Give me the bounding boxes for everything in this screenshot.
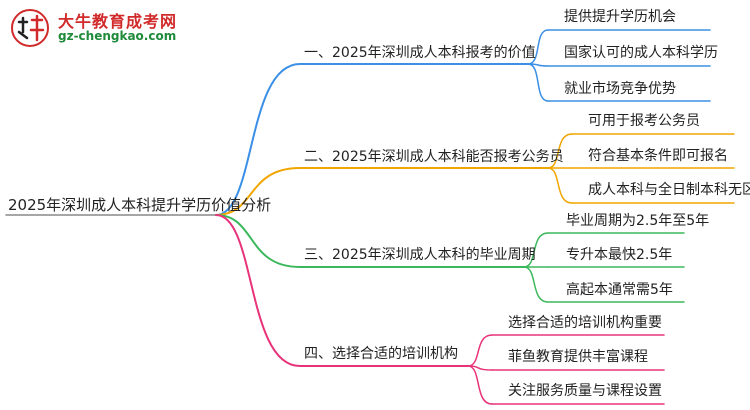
leaf-3-3-connector [523, 266, 549, 303]
brand-name: 大牛教育成考网 [58, 12, 178, 31]
branch-1-label: 一、2025年深圳成人本科报考的价值 [304, 45, 536, 61]
leaf-1-1-connector [527, 29, 549, 65]
branch-4-label: 四、选择合适的培训机构 [304, 346, 458, 362]
leaf-4-3-connector [467, 365, 493, 405]
leaf-2-3: 成人本科与全日制本科无区别 [588, 182, 750, 198]
leaf-1-3: 就业市场竞争优势 [564, 81, 676, 97]
leaf-3-1: 毕业周期为2.5年至5年 [566, 213, 710, 229]
leaf-3-1-connector [523, 232, 549, 268]
leaf-2-1-connector [547, 133, 573, 169]
branch-3-label: 三、2025年深圳成人本科的毕业周期 [304, 247, 536, 263]
leaf-4-2: 菲鱼教育提供丰富课程 [508, 349, 648, 365]
branch-4-connector [215, 214, 301, 367]
leaf-3-2: 专升本最快2.5年 [566, 247, 673, 263]
leaf-3-3: 高起本通常需5年 [566, 282, 673, 298]
branch-3-connector [215, 214, 301, 268]
leaf-4-1-connector [467, 334, 493, 367]
root-node-label: 2025年深圳成人本科提升学历价值分析 [8, 196, 272, 214]
branch-1-connector [215, 63, 301, 216]
leaf-4-1: 选择合适的培训机构重要 [508, 315, 662, 331]
brand-url: gz-chengkao.com [58, 29, 177, 43]
leaf-1-3-connector [527, 63, 549, 102]
branch-2-connector [215, 167, 301, 216]
brand-logo[interactable]: 大牛教育成考网 gz-chengkao.com [6, 6, 236, 52]
branch-2-label: 二、2025年深圳成人本科能否报考公务员 [304, 149, 564, 165]
leaf-1-1: 提供提升学历机会 [564, 9, 676, 25]
leaf-2-3-connector [547, 167, 573, 204]
leaf-2-2: 符合基本条件即可报名 [588, 148, 728, 164]
leaf-2-1: 可用于报考公务员 [588, 113, 700, 129]
logo-mark-icon [11, 9, 49, 47]
leaf-1-2: 国家认可的成人本科学历 [564, 45, 718, 61]
leaf-4-3: 关注服务质量与课程设置 [508, 383, 662, 399]
